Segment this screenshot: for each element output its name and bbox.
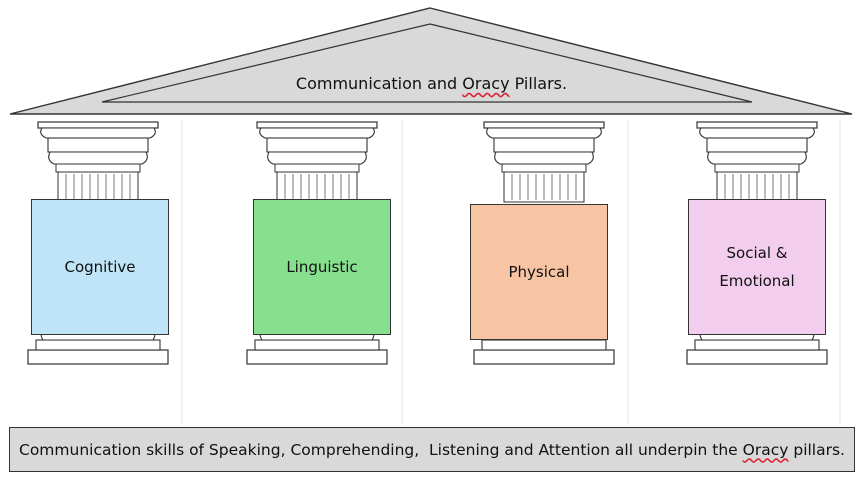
pillar-social-emotional: Social & Emotional bbox=[688, 199, 826, 335]
pillar-social-emotional-label-line2: Emotional bbox=[719, 272, 795, 290]
roof-title-text: Communication and bbox=[295, 74, 463, 93]
pillar-cognitive-label: Cognitive bbox=[64, 257, 136, 276]
pillar-social-emotional-label-line1: Social & bbox=[726, 243, 788, 262]
foundation: Communication skills of Speaking, Compre… bbox=[9, 427, 855, 472]
foundation-text-suffix: pillars. bbox=[788, 440, 845, 459]
roof-title-suffix: Pillars. bbox=[509, 74, 568, 93]
foundation-marked-word: Oracy bbox=[742, 440, 789, 459]
pillar-physical: Physical bbox=[470, 204, 608, 340]
pillar-linguistic-label: Linguistic bbox=[286, 257, 358, 276]
foundation-text: Communication skills of Speaking, Compre… bbox=[19, 440, 743, 459]
pillar-cognitive: Cognitive bbox=[31, 199, 169, 335]
roof-title-marked-word: Oracy bbox=[462, 74, 510, 93]
roof bbox=[9, 7, 853, 115]
pillar-linguistic: Linguistic bbox=[253, 199, 391, 335]
roof-title: Communication and Oracy Pillars. bbox=[0, 74, 863, 93]
pillar-physical-label: Physical bbox=[508, 262, 570, 281]
